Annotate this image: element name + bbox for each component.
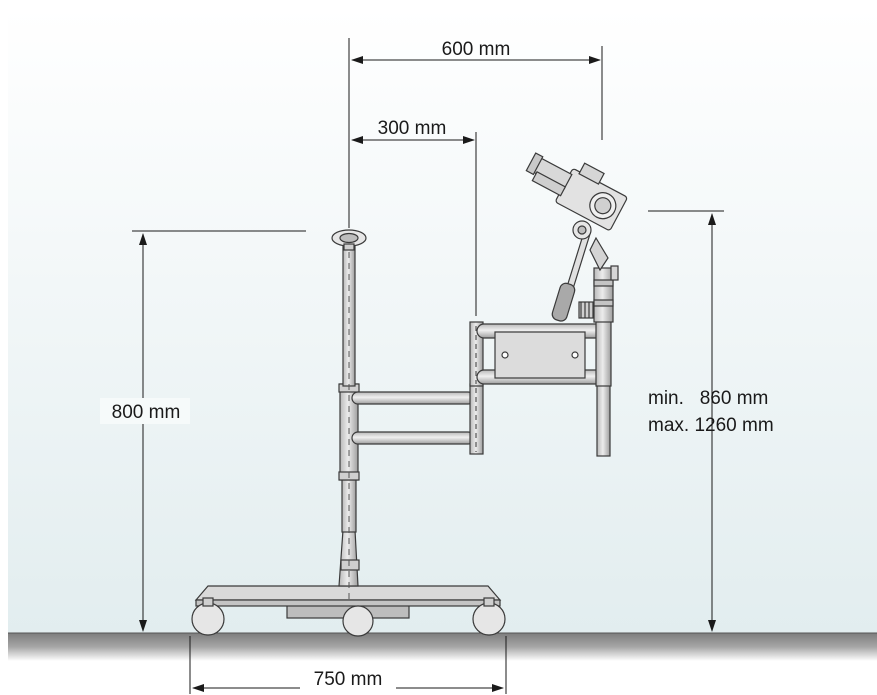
microscope-column [578,265,619,457]
lower-parallel-arm [351,383,484,455]
label-750mm: 750 mm [314,669,383,690]
stand-column [331,229,367,600]
label-600mm: 600 mm [442,39,511,60]
wheel-center [342,605,374,637]
label-300mm: 300 mm [378,118,447,139]
upper-parallel-arm [469,321,608,387]
label-800mm: 800 mm [112,402,181,423]
base-cross-bar [194,585,502,601]
wheel-left [191,602,225,636]
label-min-860mm: min. 860 mm [648,388,768,409]
floor [8,633,877,661]
base-cross-bar-lower [195,599,501,607]
arm-housing [494,331,586,379]
label-max-1260mm: max. 1260 mm [648,415,774,436]
wheel-right [472,602,506,636]
colposcope-head [525,152,628,272]
background [8,8,877,635]
lock-knob-right [610,265,619,281]
stand-base [191,585,506,637]
